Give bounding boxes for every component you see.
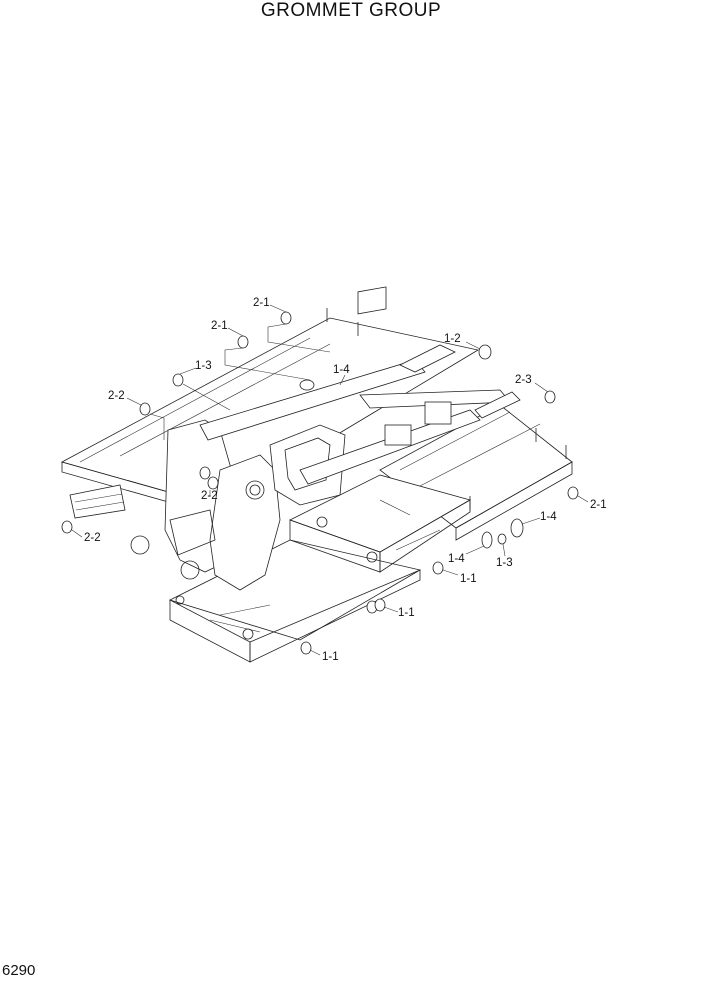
callout-label: 1-4 (333, 364, 350, 376)
page-number: 6290 (2, 962, 36, 979)
grommet-1-1-a (432, 561, 444, 575)
callout-labels: 2-1 2-1 1-3 2-2 1-4 1-2 2-3 2-2 2-2 2-1 … (84, 297, 607, 663)
callout-label: 1-1 (322, 651, 339, 663)
callout-label: 1-1 (460, 573, 477, 585)
callout-label: 1-1 (398, 607, 415, 619)
leader-lines (71, 304, 589, 656)
grommet-1-2 (478, 344, 492, 360)
callout-label: 1-3 (195, 360, 212, 372)
grommet-2-1-b (237, 335, 249, 349)
grommet-1-3-a (172, 373, 184, 387)
grommet-2-1-c (567, 486, 579, 500)
grommet-1-3-b (497, 533, 507, 545)
grommet-2-1-a (280, 311, 292, 325)
callout-label: 1-3 (496, 557, 513, 569)
page-title: GROMMET GROUP (260, 0, 442, 21)
callout-label: 2-1 (590, 499, 607, 511)
grommet-1-4-b (510, 518, 524, 538)
callout-label: 2-1 (211, 320, 228, 332)
callout-label: 2-2 (108, 390, 125, 402)
grommet-1-4-c (481, 531, 493, 549)
grommet-2-2-c (61, 520, 73, 534)
callout-label: 2-2 (201, 490, 218, 502)
callout-label: 2-3 (515, 374, 532, 386)
grommet-2-2-b1 (199, 466, 211, 480)
callout-label: 1-4 (448, 553, 465, 565)
grommets (61, 311, 579, 655)
grommet-2-3 (544, 390, 556, 404)
grommet-2-2-a (139, 402, 151, 416)
grommet-1-4-a (299, 379, 315, 391)
callout-label: 2-1 (253, 297, 270, 309)
callout-label: 1-4 (540, 511, 557, 523)
callout-label: 2-2 (84, 532, 101, 544)
grommet-2-2-b2 (207, 476, 219, 490)
grommet-1-1-b2 (374, 598, 386, 612)
callout-label: 1-2 (444, 333, 461, 345)
upper-frame (60, 286, 573, 663)
grommet-1-1-c (300, 641, 312, 655)
